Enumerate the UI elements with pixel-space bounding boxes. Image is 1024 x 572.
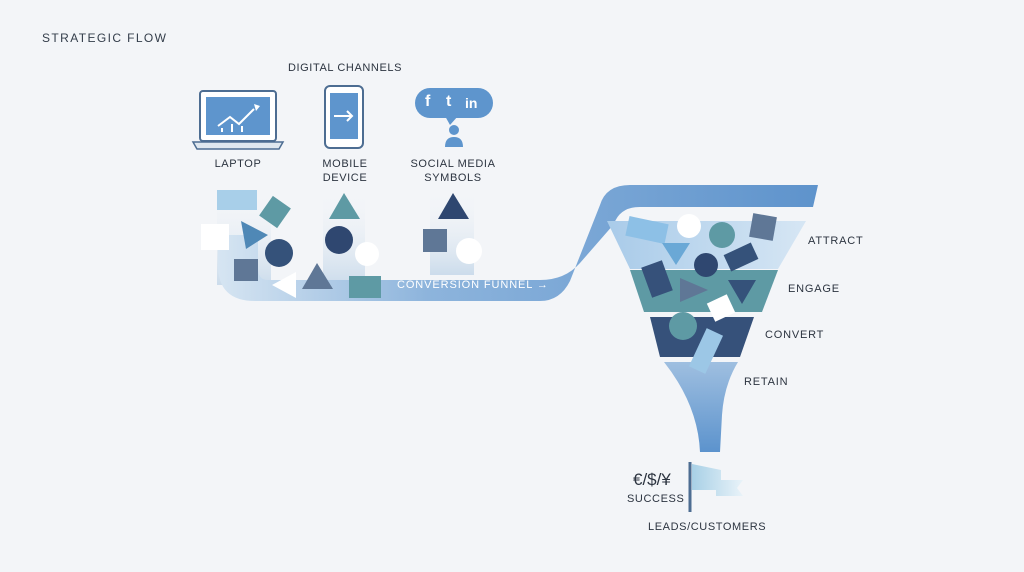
conversion-funnel-label: CONVERSION FUNNEL → (397, 279, 549, 291)
flag-icon (688, 462, 743, 512)
shape (680, 278, 708, 302)
shape (241, 221, 268, 249)
shape (302, 263, 333, 289)
shape (694, 253, 718, 277)
shape (662, 243, 690, 265)
shape (688, 328, 724, 374)
shape (669, 312, 697, 340)
shape (355, 242, 379, 266)
shape (349, 276, 381, 298)
funnel-retain-spout (664, 362, 738, 452)
channels-heading: DIGITAL CHANNELS (287, 62, 403, 74)
shape (325, 226, 353, 254)
shape (217, 190, 257, 210)
laptop-chart-icon (191, 90, 285, 150)
linkedin-icon: in (465, 95, 478, 111)
shape (723, 242, 759, 272)
stage-attract: ATTRACT (808, 235, 864, 247)
conversion-pipe (218, 185, 818, 301)
shape (456, 238, 482, 264)
shape (706, 294, 736, 322)
page-title: STRATEGIC FLOW (42, 31, 168, 45)
shape (259, 195, 291, 229)
social-label-line1: SOCIAL MEDIA (410, 158, 496, 170)
shape (625, 216, 669, 244)
shape (709, 222, 735, 248)
stage-retain: RETAIN (744, 376, 789, 388)
tablet-arrow-icon (324, 85, 364, 149)
shape (329, 193, 360, 219)
shape (749, 213, 777, 241)
shape (265, 239, 293, 267)
social-bubble-icon (415, 88, 493, 125)
shape (272, 272, 296, 298)
currency-symbols: €/$/¥ (633, 470, 671, 489)
mobile-label-line1: MOBILE (322, 158, 368, 170)
mobile-label-line2: DEVICE (322, 172, 368, 184)
success-label: SUCCESS (627, 493, 685, 505)
shape (677, 214, 701, 238)
stage-convert: CONVERT (765, 329, 825, 341)
social-label-line2: SYMBOLS (424, 172, 482, 184)
shape (234, 259, 258, 281)
leads-customers-label: LEADS/CUSTOMERS (648, 521, 767, 533)
shape (728, 280, 756, 304)
shape (438, 193, 469, 219)
shape (423, 229, 447, 252)
twitter-icon: t (446, 93, 452, 110)
shape (641, 260, 673, 298)
laptop-label: LAPTOP (214, 158, 262, 170)
user-icon (445, 125, 463, 147)
shape (201, 224, 229, 250)
facebook-icon: f (425, 93, 431, 110)
stage-engage: ENGAGE (788, 283, 840, 295)
